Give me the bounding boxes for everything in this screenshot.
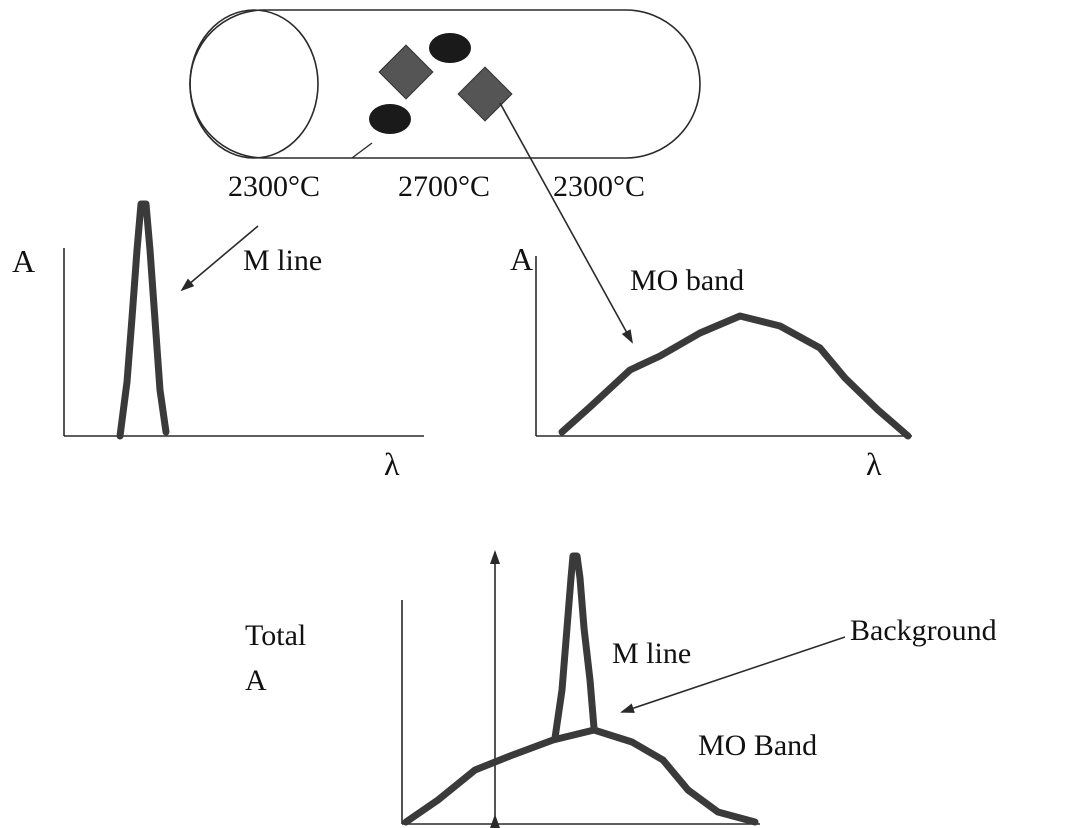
y-axis-label-line1: Total <box>245 619 306 652</box>
arrow-to-background <box>620 636 846 713</box>
molecular-band-spectrum: A λ MO band <box>510 241 912 482</box>
m-line-label: M line <box>243 244 322 277</box>
temperature-label-center: 2700°C <box>398 170 490 203</box>
y-axis-label-line2: A <box>245 664 267 697</box>
mo-band-label: MO Band <box>698 729 817 762</box>
atom-particle <box>429 33 471 63</box>
mo-band-label: MO band <box>630 264 744 297</box>
molecule-particle <box>378 44 434 100</box>
furnace-tube-body <box>189 9 701 159</box>
pointer-line <box>351 142 373 159</box>
x-axis-label: λ <box>866 446 882 482</box>
y-axis-label: A <box>12 243 35 279</box>
x-axis-label: λ <box>384 446 400 482</box>
arrow-to-m-line <box>180 225 259 292</box>
graphite-furnace-tube <box>189 9 701 159</box>
molecule-particle <box>457 66 513 122</box>
temperature-label-right: 2300°C <box>553 170 645 203</box>
arrow-to-mo-band <box>499 102 633 344</box>
total-absorbance-spectrum: Total A M line Background MO Band <box>245 550 997 828</box>
background-label: Background <box>850 614 997 647</box>
atom-particle <box>369 104 411 134</box>
atomic-line-spectrum: A λ M line <box>12 200 424 482</box>
temperature-label-left: 2300°C <box>228 170 320 203</box>
m-line-peak <box>551 552 598 742</box>
y-axis-label: A <box>510 241 533 277</box>
furnace-tube-opening <box>189 9 319 159</box>
m-line-label: M line <box>612 637 691 670</box>
m-line-peak <box>116 200 170 440</box>
mo-band-curve <box>558 312 912 440</box>
